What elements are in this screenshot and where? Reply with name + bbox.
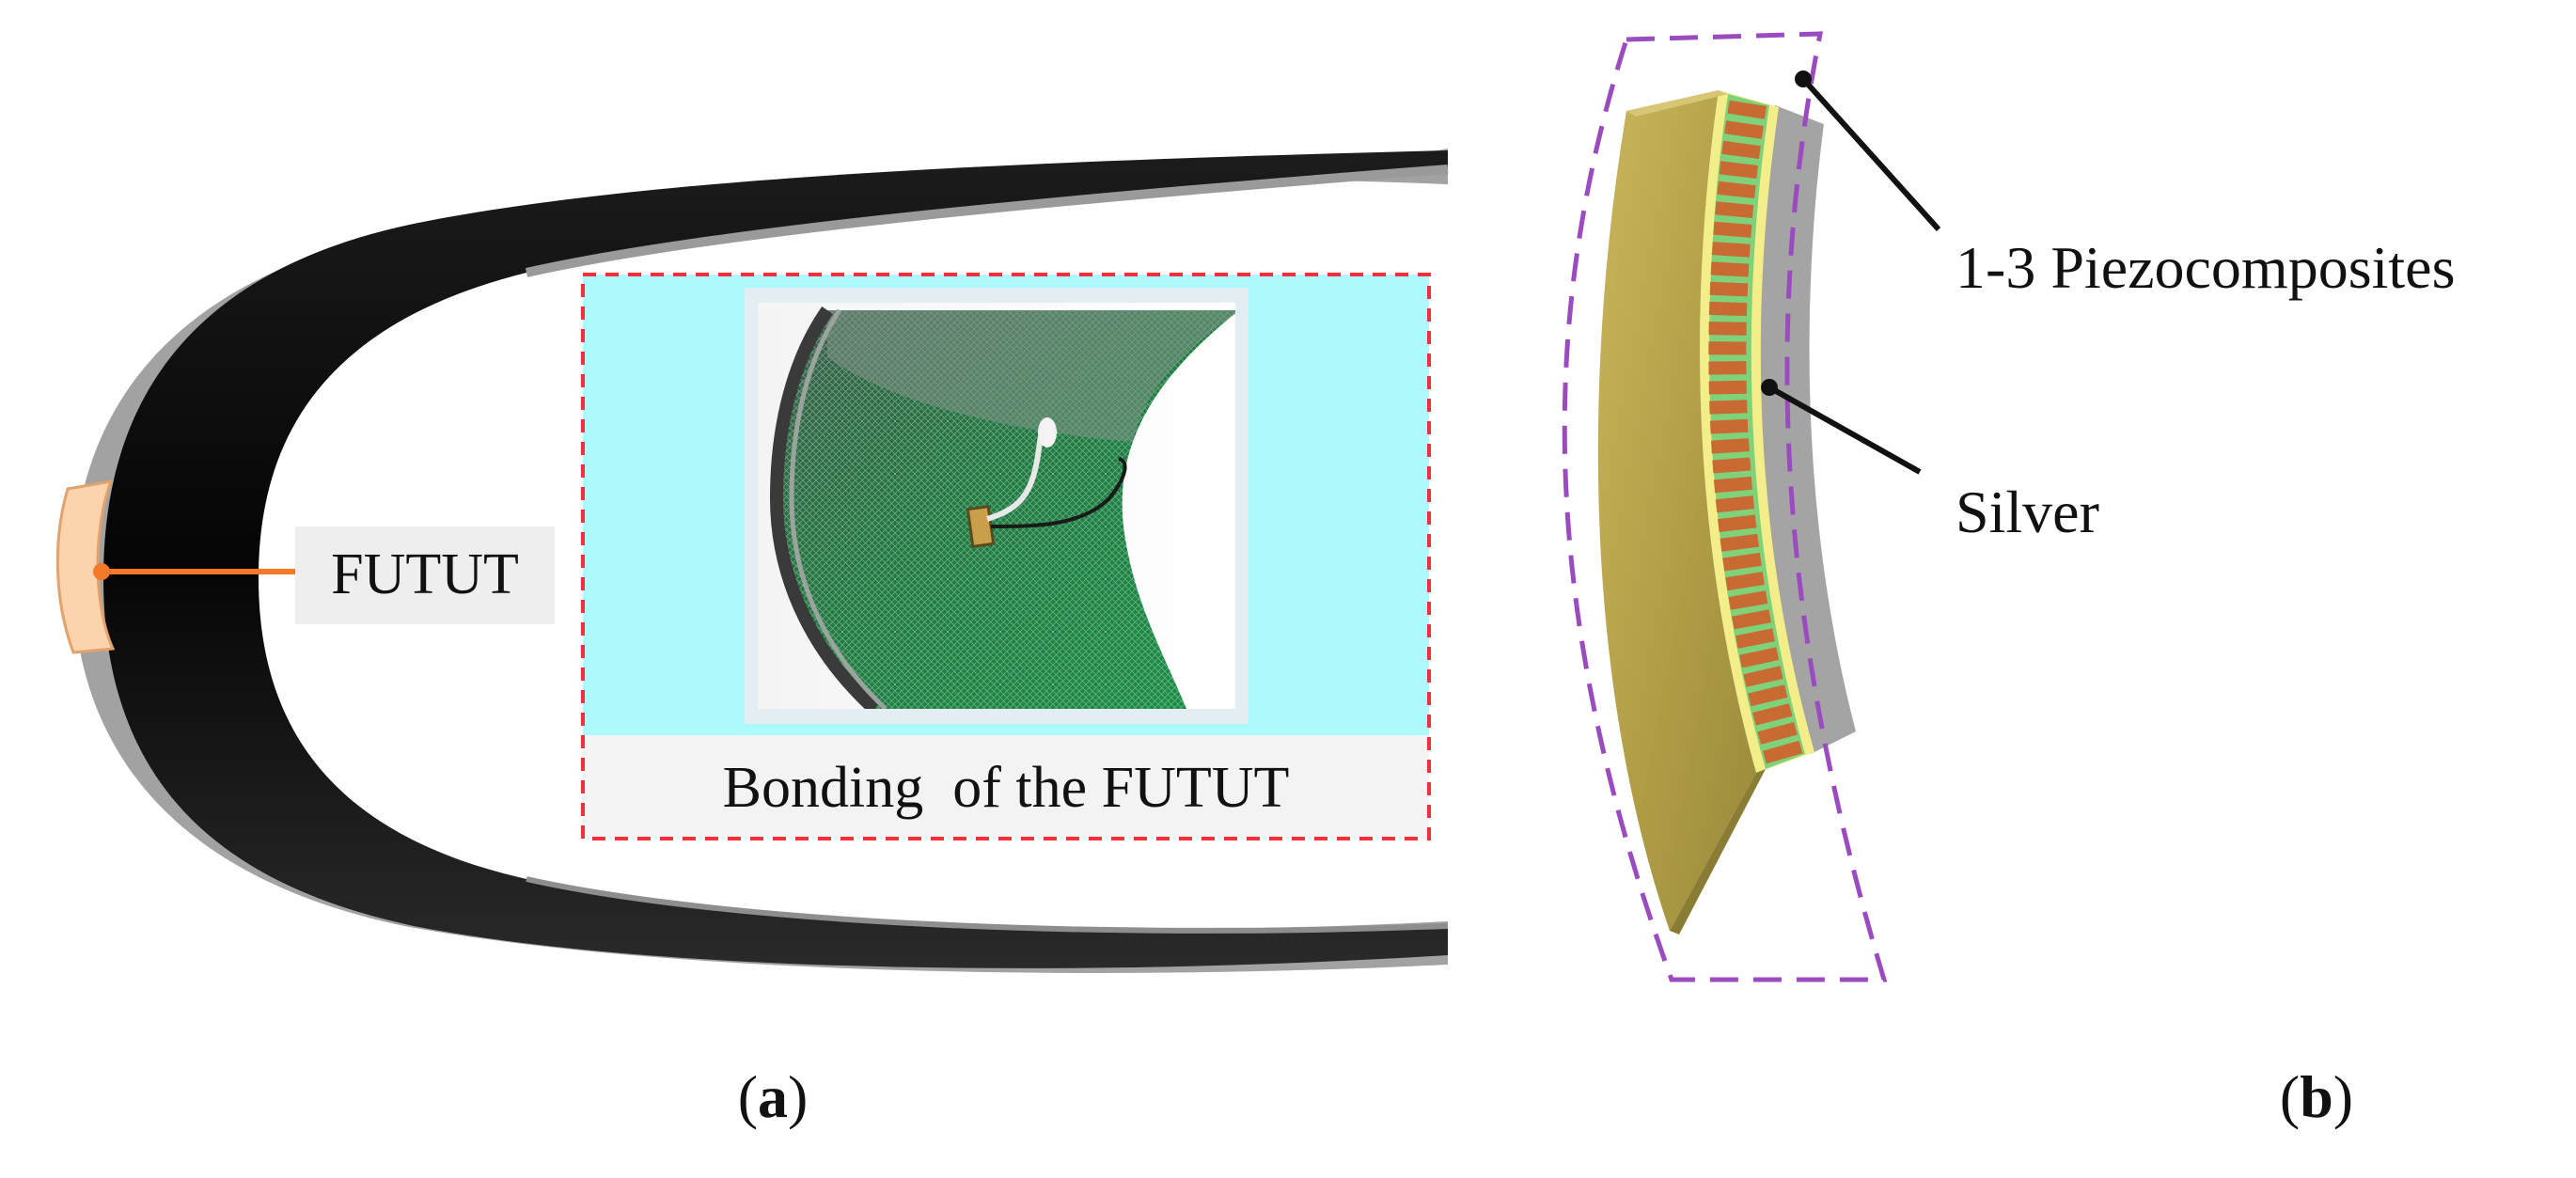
transducer-cross-section: 1-3 Piezocomposites Silver bbox=[1564, 34, 2455, 980]
piezo-rod bbox=[1710, 282, 1749, 297]
piezo-rod bbox=[1709, 302, 1747, 316]
inset-photo bbox=[758, 303, 1239, 709]
piezo-rod bbox=[1711, 261, 1750, 276]
bonding-inset: Bonding of the FUTUT bbox=[583, 275, 1429, 839]
piezo-rod bbox=[1708, 361, 1746, 374]
piezo-rod bbox=[1712, 242, 1751, 258]
piezo-rod bbox=[1710, 419, 1749, 434]
silver-label: Silver bbox=[1956, 479, 2099, 545]
piezo-rod bbox=[1708, 341, 1746, 354]
piezo-leader-line bbox=[1803, 79, 1939, 229]
piezo-rod bbox=[1711, 438, 1750, 454]
panel-b-label: (b) bbox=[2280, 1063, 2353, 1130]
piezo-label: 1-3 Piezocomposites bbox=[1956, 234, 2455, 301]
piezo-rod bbox=[1709, 400, 1748, 414]
futut-label: FUTUT bbox=[331, 542, 519, 606]
piezo-rod bbox=[1712, 458, 1751, 474]
photo-bonded-sensor bbox=[967, 507, 993, 547]
inset-caption: Bonding of the FUTUT bbox=[723, 756, 1290, 820]
panel-a-label: (a) bbox=[738, 1063, 809, 1130]
piezo-rod bbox=[1709, 322, 1747, 336]
piezo-rod bbox=[1709, 381, 1747, 395]
